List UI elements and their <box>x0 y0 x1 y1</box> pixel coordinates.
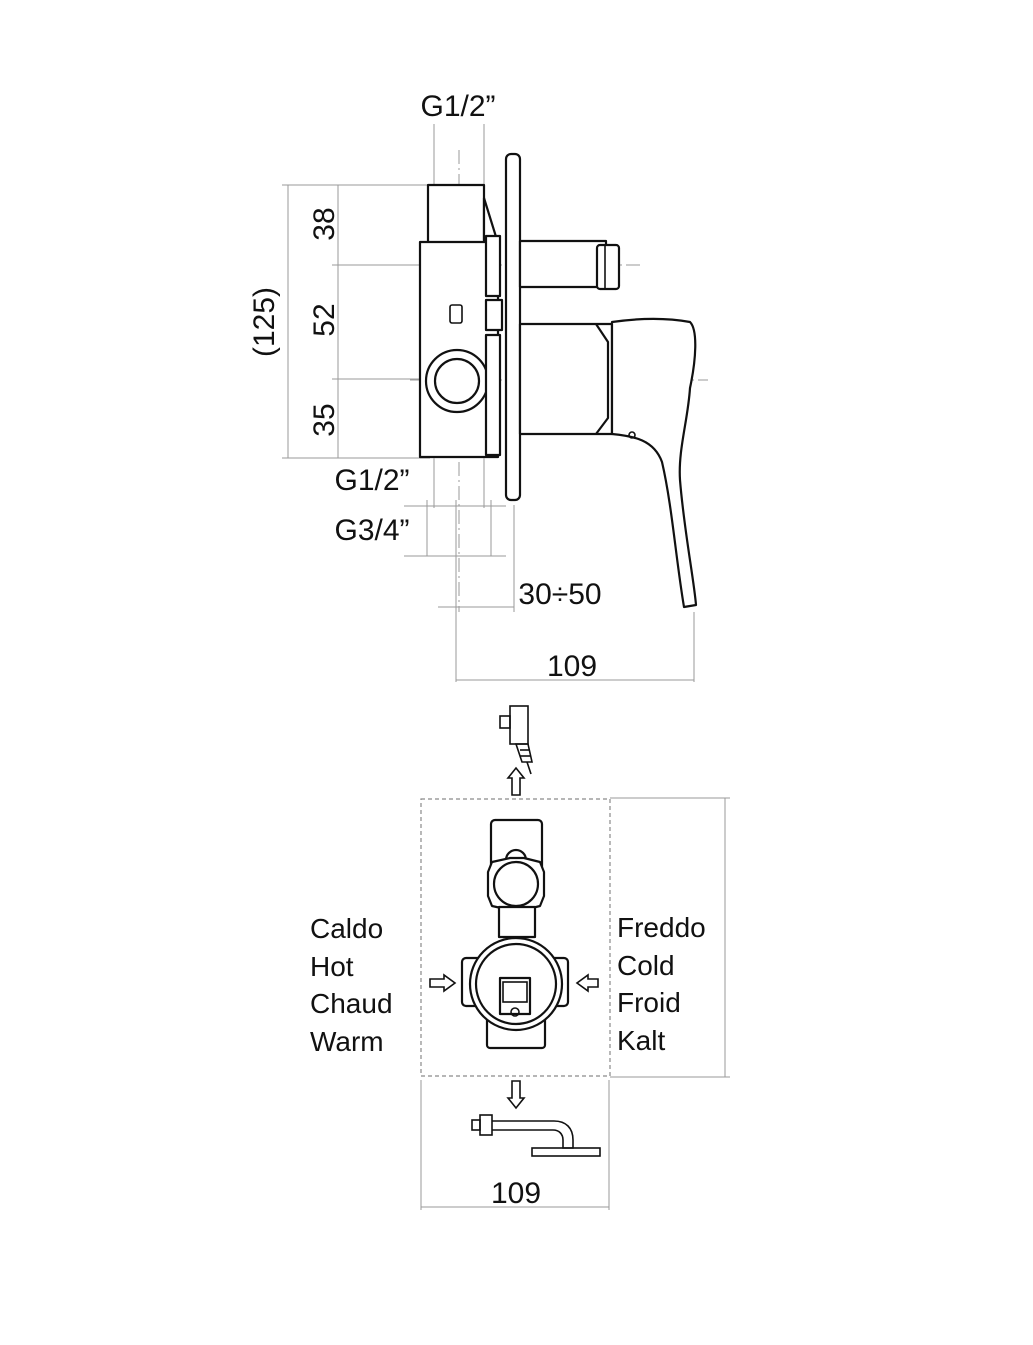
hot-label-fr: Chaud <box>310 988 393 1019</box>
hot-label-it: Caldo <box>310 913 383 944</box>
installation-box <box>420 798 611 1077</box>
hot-inlet-arrow-icon <box>429 973 457 993</box>
valve-body <box>418 183 504 459</box>
side-view: G1/2” (125) 38 52 35 <box>248 90 708 683</box>
cold-label-en: Cold <box>617 950 675 981</box>
top-thread-label: G1/2” <box>420 90 495 123</box>
cold-label-it: Freddo <box>617 912 706 943</box>
lower-height-label: 35 <box>308 403 341 436</box>
up-arrow-icon <box>506 766 526 796</box>
wall-plate <box>504 152 522 502</box>
cold-inlet-arrow-icon <box>575 973 599 993</box>
hot-labels: Caldo Hot Chaud Warm <box>310 913 393 1057</box>
bottom-thread-large-label: G3/4” <box>334 514 409 547</box>
shower-arm-icon <box>471 1114 601 1157</box>
height-dimension-chain: (125) 38 52 35 <box>248 184 430 459</box>
bottom-thread-dimensions: G1/2” G3/4” <box>334 458 506 557</box>
hot-label-de: Warm <box>310 1026 384 1057</box>
upper-height-label: 38 <box>308 207 341 240</box>
cold-labels: Freddo Cold Froid Kalt <box>617 912 706 1056</box>
top-thread-dimension: G1/2” <box>420 90 496 186</box>
bottom-thread-small-label: G1/2” <box>334 464 409 497</box>
wall-depth-label: 30÷50 <box>518 578 601 611</box>
mixer-body-plan <box>460 818 570 1050</box>
middle-height-label: 52 <box>308 303 341 336</box>
down-arrow-icon <box>506 1080 526 1110</box>
cold-label-de: Kalt <box>617 1025 665 1056</box>
plan-width-label: 109 <box>491 1177 541 1210</box>
overall-depth-label: 109 <box>547 650 597 683</box>
hot-label-en: Hot <box>310 951 354 982</box>
depth-dimensions: 30÷50 109 <box>438 500 695 683</box>
diverter-knob <box>518 239 621 291</box>
hand-shower-icon <box>499 705 533 775</box>
plan-view: 109 Caldo Hot Chaud Warm Freddo Cold Fro… <box>310 705 730 1210</box>
total-height-label: (125) <box>248 287 281 357</box>
lever-handle <box>518 317 698 609</box>
cold-label-fr: Froid <box>617 987 681 1018</box>
